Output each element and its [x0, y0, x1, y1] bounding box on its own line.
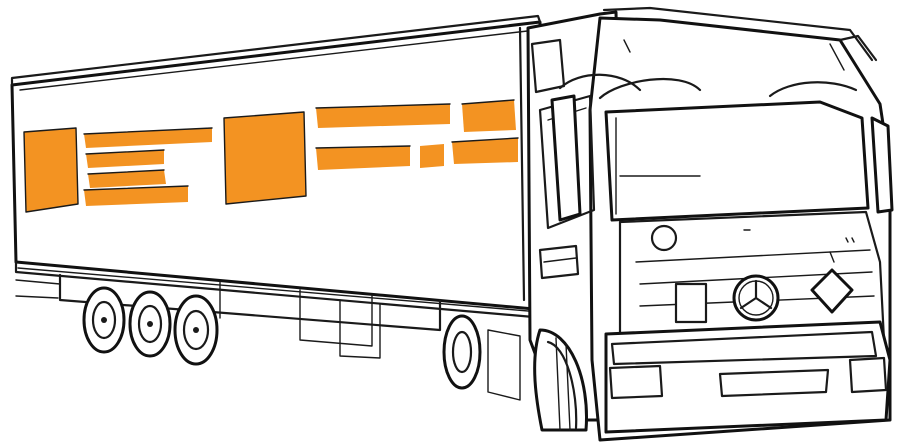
side-mirror: [550, 94, 582, 222]
windshield: [604, 100, 870, 222]
tractor-wheel-rear: [442, 314, 521, 401]
headlight-left: [608, 364, 664, 400]
hazard-diamond: [810, 268, 854, 314]
trailer-wheel-1: [82, 286, 126, 354]
trailer: [10, 14, 547, 366]
tractor-wheel-front: [533, 328, 589, 432]
trailer-wheel-2: [128, 290, 172, 358]
three-pointed-star-icon: [732, 274, 780, 322]
trailer-wheel-3: [173, 294, 219, 366]
front-plate: [674, 282, 708, 324]
headlight-right: [848, 356, 888, 394]
trailer-decal: [23, 99, 519, 213]
tractor-unit: [442, 6, 894, 442]
front-bumper: [604, 320, 892, 434]
